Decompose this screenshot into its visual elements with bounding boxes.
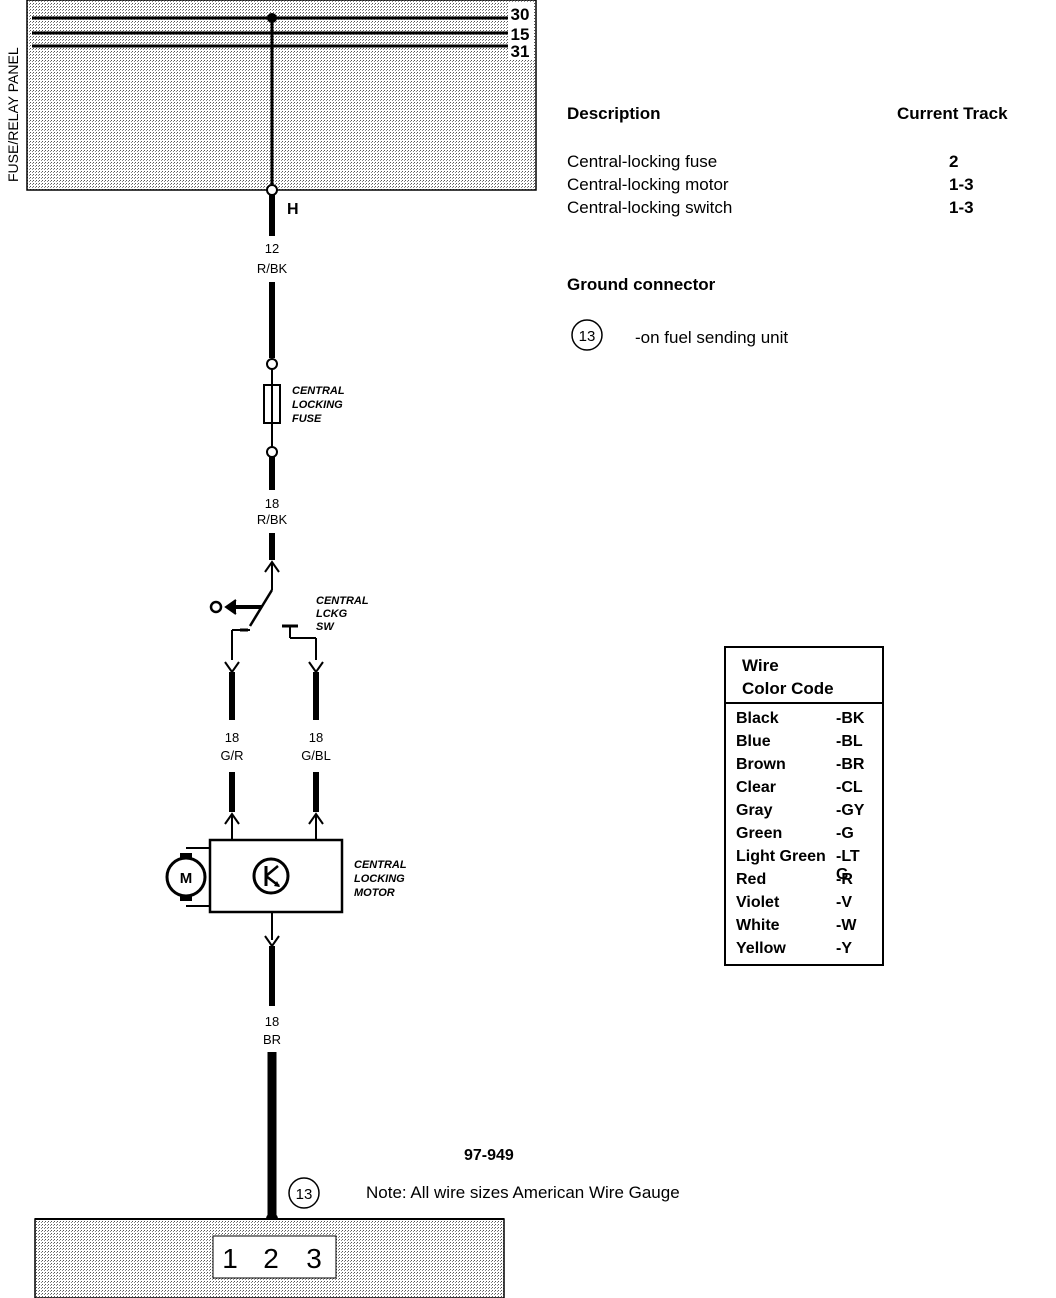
switch-label-3: SW: [316, 621, 335, 633]
motor-label-3: MOTOR: [354, 887, 395, 899]
color-code-row: Green -G: [736, 825, 876, 847]
color-name: Light Green: [736, 848, 826, 865]
terminal-15: 15: [511, 25, 530, 44]
fuse-relay-panel: [26, 0, 537, 191]
legend-row-track: 1-3: [949, 175, 974, 194]
color-name: Gray: [736, 802, 773, 819]
connector-h-label: H: [287, 201, 299, 218]
legend-row-desc: Central-locking switch: [567, 198, 733, 217]
color-abbrev: -V: [836, 894, 852, 911]
track-3: 3: [306, 1243, 322, 1274]
color-name: Yellow: [736, 940, 786, 957]
legend-row-track: 1-3: [949, 198, 974, 217]
switch-label-1: CENTRAL: [316, 595, 369, 607]
motor-label-2: LOCKING: [354, 873, 405, 885]
wire4-color: G/BL: [301, 748, 331, 763]
color-code-row: White -W: [736, 917, 876, 939]
legend-row-desc: Central-locking fuse: [567, 152, 718, 171]
color-abbrev: -W: [836, 917, 857, 934]
connector-h: [266, 184, 278, 196]
color-code-row: Red -R: [736, 871, 876, 893]
panel-side-label: FUSE/RELAY PANEL: [5, 47, 21, 182]
diagram-number: 97-949: [464, 1147, 514, 1164]
ground-connector-13-label: 13: [296, 1186, 313, 1203]
wire1-gauge: 12: [265, 241, 279, 256]
central-locking-switch: [209, 589, 317, 660]
switch-label-2: LCKG: [316, 608, 348, 620]
wcc-title-line1: Wire: [742, 656, 779, 675]
color-name: Blue: [736, 733, 771, 750]
wire-color-code-table: Wire Color Code Black -BK Blue -BL Brown -B…: [724, 646, 884, 966]
motor-control-symbol: [252, 857, 290, 895]
fuse-label-2: LOCKING: [292, 399, 343, 411]
color-name: Green: [736, 825, 783, 842]
wire3-gauge: 18: [225, 730, 239, 745]
wire2-gauge: 18: [265, 496, 279, 511]
color-name: Red: [736, 871, 767, 888]
color-code-row: Gray -GY: [736, 802, 876, 824]
legend-row-desc: Central-locking motor: [567, 175, 729, 194]
color-abbrev: -G: [836, 825, 854, 842]
legend-ground-icon: [571, 319, 603, 351]
wire1-color: R/BK: [257, 261, 288, 276]
track-2: 2: [263, 1243, 279, 1274]
color-abbrev: -GY: [836, 802, 865, 819]
track-number-box: [212, 1235, 337, 1279]
color-code-row: Violet -V: [736, 894, 876, 916]
wire5-color: BR: [263, 1032, 281, 1047]
fuse-terminal-bottom: [266, 446, 278, 458]
color-code-row: Clear -CL: [736, 779, 876, 801]
fuse-label-3: FUSE: [292, 413, 322, 425]
color-name: Violet: [736, 894, 780, 911]
color-abbrev: -CL: [836, 779, 863, 796]
motor-symbol-label: M: [180, 870, 193, 887]
fuse-label-1: CENTRAL: [292, 385, 345, 397]
footer-note: Note: All wire sizes American Wire Gauge: [366, 1183, 680, 1202]
color-name: Black: [736, 710, 779, 727]
wire2-color: R/BK: [257, 512, 288, 527]
legend-ground-title: Ground connector: [567, 275, 716, 294]
color-abbrev: -LT G: [836, 848, 860, 883]
legend-row-track: 2: [949, 152, 959, 171]
wire5-gauge: 18: [265, 1014, 279, 1029]
color-name: Brown: [736, 756, 786, 773]
terminal-31: 31: [511, 42, 530, 61]
color-code-row: Light Green -LT G: [736, 848, 876, 883]
connector-arrow: [308, 661, 324, 674]
color-name: Clear: [736, 779, 777, 796]
color-abbrev: -R: [836, 871, 853, 888]
wcc-title-line2: Color Code: [742, 679, 834, 698]
color-name: White: [736, 917, 780, 934]
track-1: 1: [222, 1243, 238, 1274]
color-abbrev: -Y: [836, 940, 852, 957]
color-abbrev: -BR: [836, 756, 865, 773]
legend-ground-desc: -on fuel sending unit: [635, 328, 789, 347]
legend-col-track: Current Track: [897, 104, 1008, 123]
color-code-row: Yellow -Y: [736, 940, 876, 962]
wire-color-code-title: Wire Color Code: [726, 648, 882, 704]
connector-arrow: [224, 661, 240, 674]
ground-connector-13: [288, 1177, 320, 1209]
wire3-color: G/R: [220, 748, 243, 763]
color-code-row: Brown -BR: [736, 756, 876, 778]
color-code-row: Blue -BL: [736, 733, 876, 755]
wire4-gauge: 18: [309, 730, 323, 745]
color-abbrev: -BL: [836, 733, 863, 750]
legend-ground-id: 13: [579, 328, 596, 345]
legend-col-description: Description: [567, 104, 661, 123]
motor-label-1: CENTRAL: [354, 859, 407, 871]
fuse-terminal-top: [266, 358, 278, 370]
color-abbrev: -BK: [836, 710, 865, 727]
terminal-30: 30: [511, 5, 530, 24]
color-code-row: Black -BK: [736, 710, 876, 732]
